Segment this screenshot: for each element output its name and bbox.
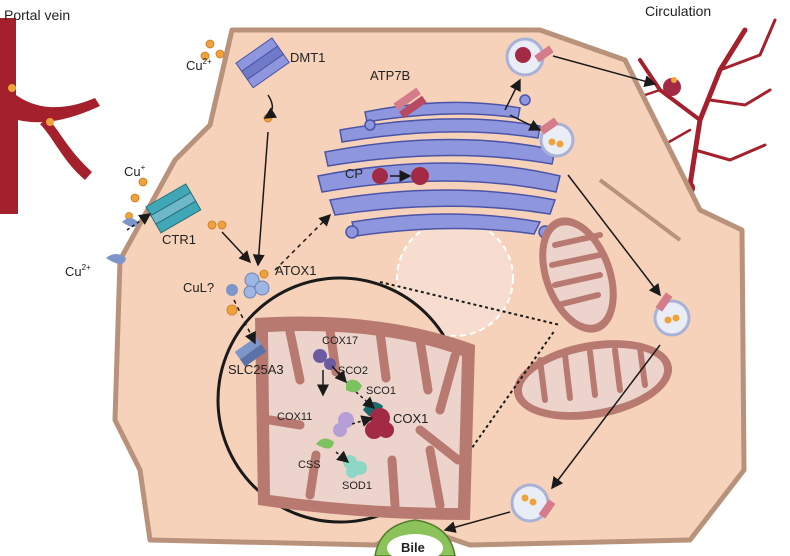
cox1-label: COX1 — [393, 411, 428, 426]
secreted-cp-copper — [671, 77, 677, 83]
mitochondrion-upper — [539, 217, 617, 333]
slc25a3-label: SLC25A3 — [228, 362, 284, 377]
apo-cp-icon — [372, 168, 388, 184]
dmt1-label: DMT1 — [290, 50, 325, 65]
reductase-icon — [106, 254, 126, 264]
portal-vein-label: Portal vein — [4, 7, 70, 23]
pathway-arrows — [126, 55, 661, 533]
secreted-cp-icon — [663, 78, 681, 96]
vesicle-bile-upper — [653, 292, 691, 337]
zoom-guide-upper — [379, 281, 561, 326]
sco1-label: SCO1 — [366, 385, 396, 397]
sco2-protein-icon — [346, 379, 362, 393]
reductase-icon-2 — [122, 218, 138, 227]
vesicle-golgi-export — [539, 117, 575, 158]
cul-label: CuL? — [183, 280, 214, 295]
cp-label: CP — [345, 166, 363, 181]
ctr1-transporter-icon — [145, 183, 202, 234]
bile-label: Bile — [401, 540, 425, 555]
cox1-protein-icon — [365, 408, 394, 439]
cox11-label: COX11 — [277, 411, 312, 423]
atp7b-label: ATP7B — [370, 68, 410, 83]
atp7b-transporter-icon — [393, 87, 427, 119]
circulation-label: Circulation — [645, 3, 711, 19]
cu2-top-label: Cu2+ — [186, 57, 212, 73]
bile-canaliculus — [374, 519, 456, 556]
sod1-label: SOD1 — [342, 480, 372, 492]
atox1-label: ATOX1 — [275, 263, 316, 278]
atox1-protein-icon — [243, 272, 270, 299]
cell-boundary-line — [598, 178, 682, 242]
cul-ligand-icon — [226, 284, 238, 296]
vesicle-circulation — [505, 37, 554, 77]
holo-cp-icon — [411, 167, 429, 185]
portal-vein — [0, 18, 100, 214]
css-protein-icon — [316, 438, 334, 449]
cu-plus-label: Cu+ — [124, 163, 146, 179]
cox11-protein-icon — [333, 412, 354, 437]
cristae — [265, 325, 463, 510]
cox17-label: COX17 — [322, 335, 358, 347]
cu2-left-label: Cu2+ — [65, 263, 91, 279]
mitochondrion-lower — [513, 340, 673, 420]
zoom-guide-lower — [461, 329, 556, 463]
vesicle-bile-lower — [510, 483, 556, 523]
dmt1-transporter-icon — [235, 37, 290, 89]
css-label: CSS — [298, 459, 321, 471]
sco2-label: SCO2 — [338, 365, 368, 377]
ctr1-label: CTR1 — [162, 232, 196, 247]
